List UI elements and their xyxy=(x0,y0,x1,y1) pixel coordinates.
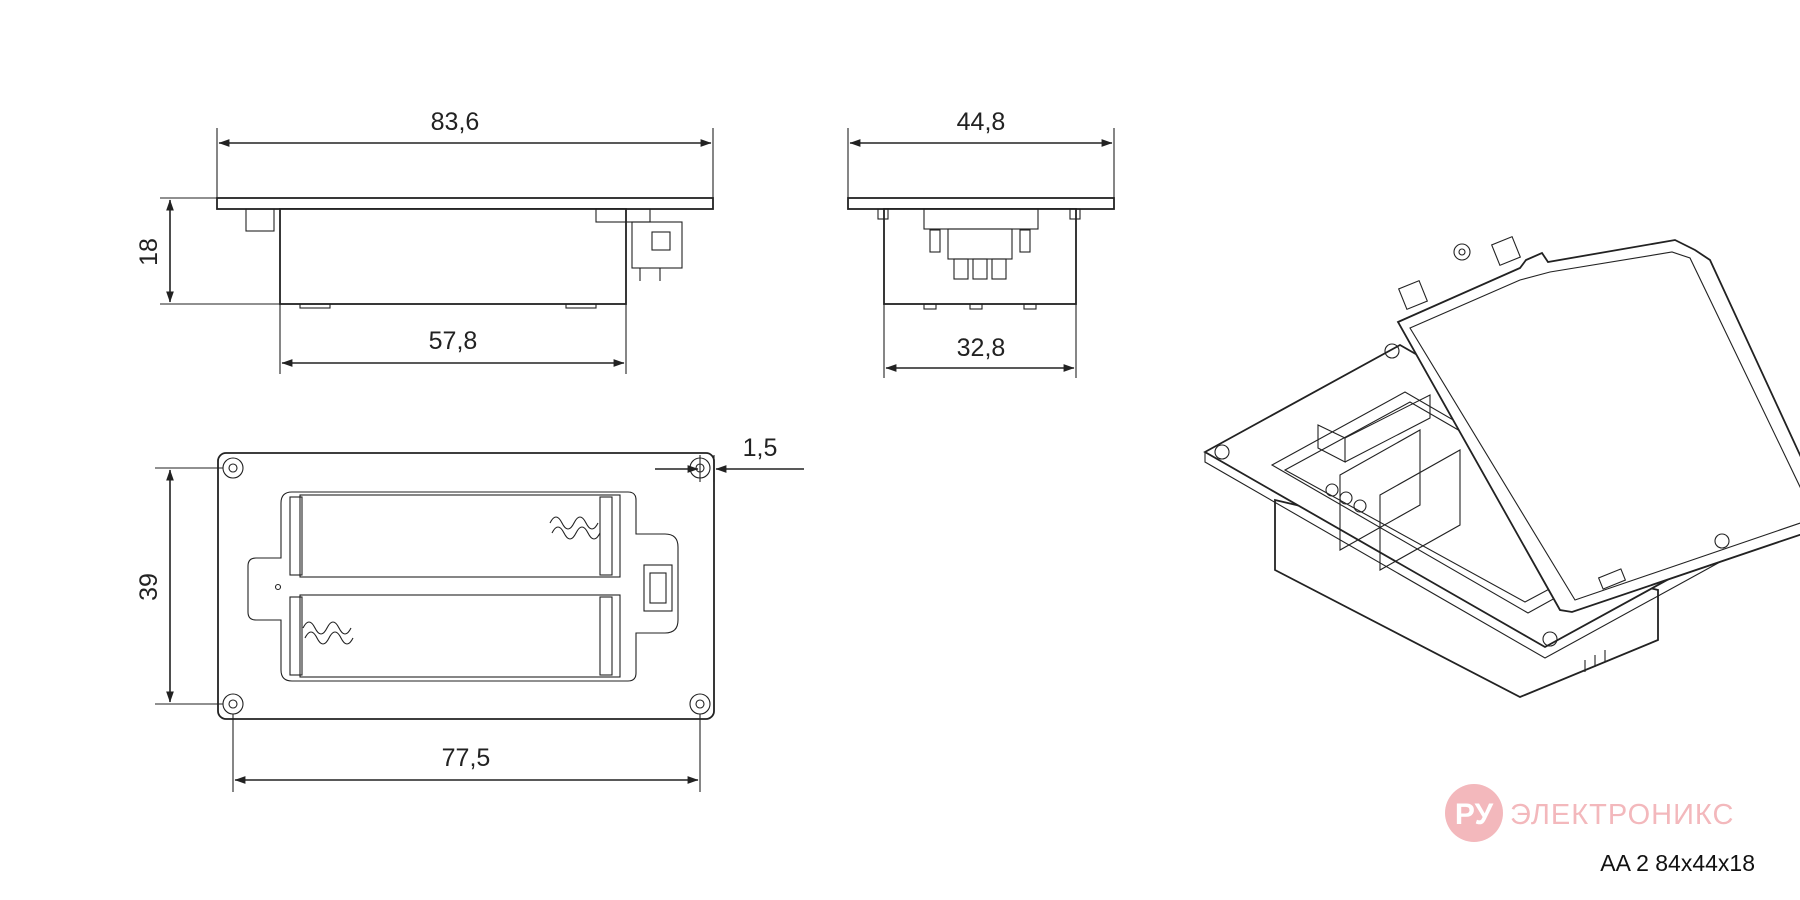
top-inner-width-dimension: 57,8 xyxy=(279,304,627,374)
side-width-dimension: 44,8 xyxy=(847,108,1115,198)
height-dimension: 18 xyxy=(135,197,280,305)
watermark: РУ ЭЛЕКТРОНИКС xyxy=(1445,784,1734,842)
side-width-label: 44,8 xyxy=(957,108,1006,136)
watermark-badge-circle xyxy=(1445,784,1503,842)
watermark-text: ЭЛЕКТРОНИКС xyxy=(1510,799,1734,831)
front-view xyxy=(217,452,715,720)
front-height-label: 39 xyxy=(135,573,163,601)
side-inner-width-dimension: 32,8 xyxy=(883,304,1077,378)
plate-offset-label: 1,5 xyxy=(743,434,778,462)
top-inner-width-label: 57,8 xyxy=(429,327,478,355)
top-view xyxy=(216,197,714,309)
isometric-view xyxy=(1203,235,1800,698)
model-caption: AA 2 84x44x18 xyxy=(1600,850,1755,876)
top-width-label: 83,6 xyxy=(431,108,480,136)
side-inner-width-label: 32,8 xyxy=(957,334,1006,362)
height-label: 18 xyxy=(135,238,163,266)
plate-offset-dimension: 1,5 xyxy=(655,434,804,482)
watermark-badge-text: РУ xyxy=(1455,798,1494,831)
top-width-dimension: 83,6 xyxy=(216,108,714,198)
front-hole-spacing-label: 77,5 xyxy=(442,744,491,772)
side-view xyxy=(847,197,1115,310)
front-height-dimension: 39 xyxy=(135,467,223,705)
front-hole-spacing-dimension: 77,5 xyxy=(232,714,701,792)
